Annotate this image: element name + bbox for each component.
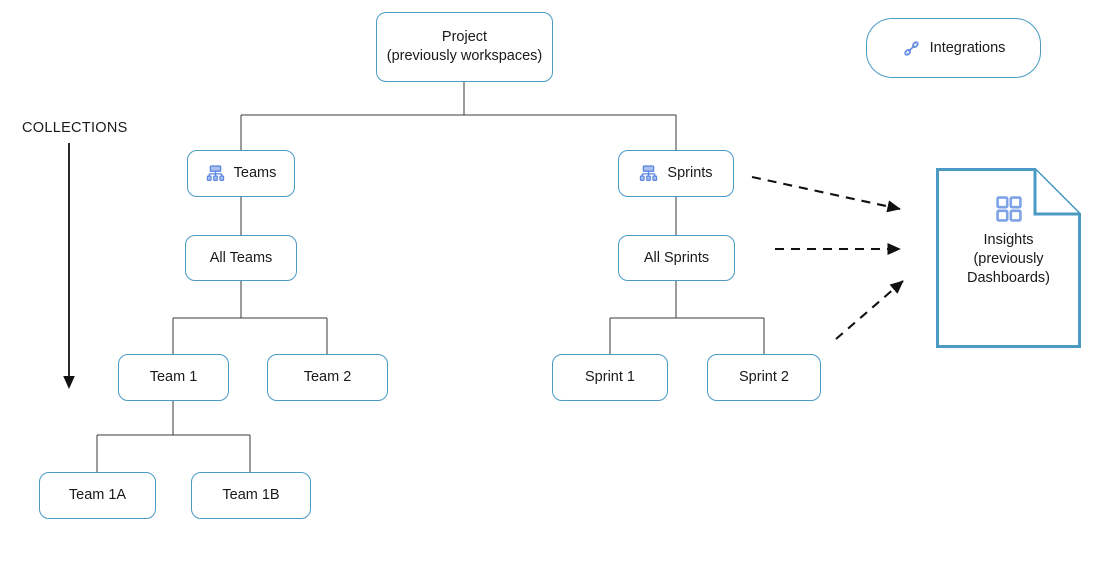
node-team-2-label: Team 2 (303, 369, 352, 385)
org-chart-icon (639, 164, 658, 183)
node-sprint-2[interactable]: Sprint 2 (707, 354, 821, 401)
node-all-teams-label: All Teams (209, 249, 273, 266)
org-chart-icon (206, 164, 225, 183)
node-team-1b[interactable]: Team 1B (191, 472, 311, 519)
node-all-sprints-label: All Sprints (643, 249, 710, 266)
node-team-1-label: Team 1 (149, 369, 198, 385)
grid-four-squares-icon (995, 196, 1022, 222)
link-chain-icon (902, 39, 921, 58)
node-all-teams[interactable]: All Teams (185, 235, 297, 281)
node-all-sprints[interactable]: All Sprints (618, 235, 735, 281)
collections-label: COLLECTIONS (22, 120, 128, 136)
node-insights-label: Insights (previously Dashboards) (966, 232, 1050, 286)
node-integrations[interactable]: Integrations (866, 18, 1041, 78)
node-team-1a-label: Team 1A (68, 487, 127, 503)
node-team-1a[interactable]: Team 1A (39, 472, 156, 519)
node-project[interactable]: Project (previously workspaces) (376, 12, 553, 82)
node-team-2[interactable]: Team 2 (267, 354, 388, 401)
document-shape (936, 168, 1081, 348)
collections-arrow (63, 143, 75, 389)
node-teams[interactable]: Teams (187, 150, 295, 197)
node-sprints-label: Sprints (667, 165, 713, 181)
node-team-1[interactable]: Team 1 (118, 354, 229, 401)
node-sprint-1-label: Sprint 1 (585, 369, 635, 385)
node-teams-label: Teams (233, 165, 277, 181)
node-integrations-label: Integrations (929, 39, 1006, 56)
node-team-1b-label: Team 1B (222, 487, 280, 503)
node-sprint-2-label: Sprint 2 (739, 369, 789, 385)
node-project-label: Project (previously workspaces) (386, 29, 543, 64)
node-insights[interactable]: Insights (previously Dashboards) (936, 168, 1081, 348)
node-sprints[interactable]: Sprints (618, 150, 734, 197)
node-sprint-1[interactable]: Sprint 1 (552, 354, 668, 401)
